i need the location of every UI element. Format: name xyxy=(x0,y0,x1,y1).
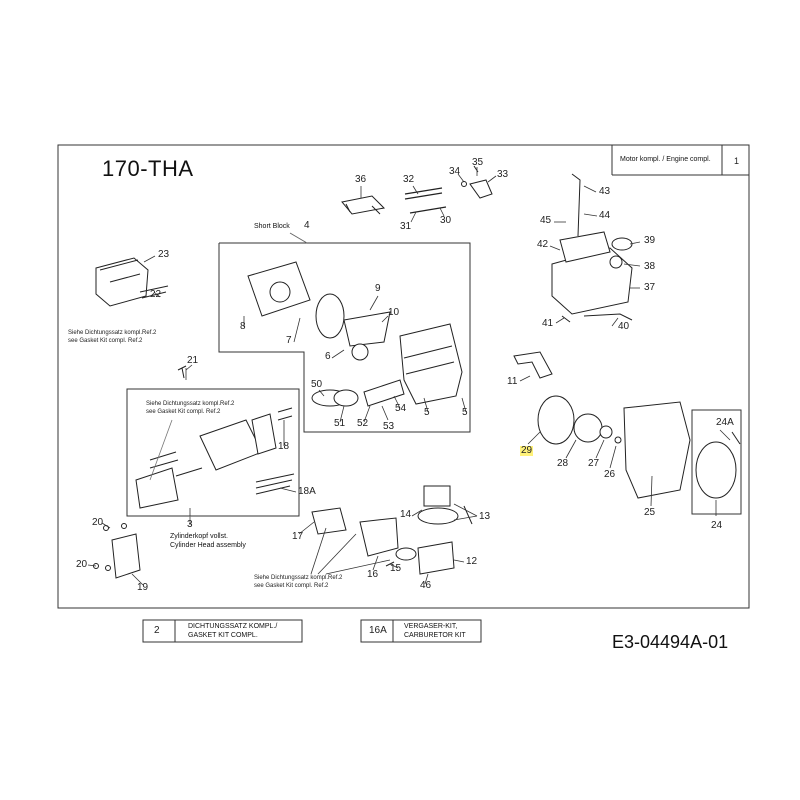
legend-carburetor-en: CARBURETOR KIT xyxy=(404,632,466,639)
short-block-drawing xyxy=(247,261,463,407)
part-number: 33 xyxy=(497,169,509,180)
air-filter-drawing xyxy=(417,485,473,575)
part-number: 15 xyxy=(390,563,402,574)
leader-lines xyxy=(87,167,731,586)
document-id: E3-04494A-01 xyxy=(612,632,729,652)
part-number: 9 xyxy=(375,283,381,294)
recoil-starter-drawing xyxy=(513,351,741,499)
recoil-starter-group-outline xyxy=(691,409,742,515)
legend-box-gasket xyxy=(142,619,303,643)
cylinder-head-en: Cylinder Head assembly xyxy=(170,542,246,549)
part-23-drawing xyxy=(95,257,169,307)
part-number: 37 xyxy=(644,282,656,293)
part-number: 39 xyxy=(644,235,656,246)
part-number: 31 xyxy=(400,221,412,232)
engine-compl-label: Motor kompl. / Engine compl. xyxy=(620,156,711,163)
gasket-note-en: see Gasket Kit compl. Ref.2 xyxy=(68,338,143,344)
part-number: 30 xyxy=(440,215,452,226)
part-number: 46 xyxy=(420,580,432,591)
part-number: 7 xyxy=(286,335,292,346)
part-number: 52 xyxy=(357,418,369,429)
part-number: 27 xyxy=(588,458,600,469)
legend-box-carburetor xyxy=(360,619,482,643)
part-number: 5 xyxy=(462,407,468,418)
fuel-tank-drawing xyxy=(551,173,633,323)
cylinder-head-de: Zylinderkopf vollst. xyxy=(170,533,228,540)
part-number: 8 xyxy=(240,321,246,332)
part-number: 35 xyxy=(472,157,484,168)
part-33-35-drawing xyxy=(461,165,493,199)
part-number: 53 xyxy=(383,421,395,432)
part-number: 50 xyxy=(311,379,323,390)
part-number: 54 xyxy=(395,403,407,414)
short-block-ref: 4 xyxy=(304,220,310,231)
part-number: 40 xyxy=(618,321,630,332)
legend-gasket-ref: 2 xyxy=(154,625,160,636)
legend-carburetor-ref: 16A xyxy=(369,625,387,636)
gasket-note-de: Siehe Dichtungssatz kompl.Ref.2 xyxy=(254,575,343,581)
part-number: 5 xyxy=(424,407,430,418)
part-number: 13 xyxy=(479,511,491,522)
legend-gasket-de: DICHTUNGSSATZ KOMPL./ xyxy=(188,623,278,630)
part-number: 18 xyxy=(278,441,290,452)
part-number: 45 xyxy=(540,215,552,226)
gasket-note-en: see Gasket Kit compl. Ref.2 xyxy=(254,583,329,589)
part-21-drawing xyxy=(177,365,187,379)
cylinder-head-ref: 3 xyxy=(187,519,193,530)
gasket-note-de: Siehe Dichtungssatz kompl.Ref.2 xyxy=(68,330,157,336)
part-number: 11 xyxy=(507,376,518,387)
part-number: 19 xyxy=(137,582,149,593)
part-number: 20 xyxy=(92,517,104,528)
part-number: 41 xyxy=(542,318,554,329)
part-number: 12 xyxy=(466,556,478,567)
part-number: 28 xyxy=(557,458,569,469)
part-number: 18A xyxy=(298,486,316,497)
part-number: 20 xyxy=(76,559,88,570)
part-30-32-drawing xyxy=(404,187,447,214)
short-block-label: Short Block xyxy=(254,223,290,230)
engine-compl-ref: 1 xyxy=(734,156,740,166)
part-number: 23 xyxy=(158,249,170,260)
part-number: 21 xyxy=(187,355,199,366)
part-number: 14 xyxy=(400,509,412,520)
cylinder-head-drawing xyxy=(135,407,295,509)
legend-carburetor-de: VERGASER-KIT, xyxy=(404,623,458,630)
part-number: 16 xyxy=(367,569,379,580)
part-number: 32 xyxy=(403,174,415,185)
part-number: 26 xyxy=(604,469,616,480)
short-block-group-outline xyxy=(218,242,471,433)
part-number: 36 xyxy=(355,174,367,185)
part-19-20-drawing xyxy=(93,523,141,579)
part-number: 22 xyxy=(150,289,162,300)
part-number: 17 xyxy=(292,531,304,542)
part-number: 51 xyxy=(334,418,346,429)
part-number: 38 xyxy=(644,261,656,272)
part-number: 43 xyxy=(599,186,611,197)
gasket-note-de: Siehe Dichtungssatz kompl.Ref.2 xyxy=(146,401,235,407)
cylinder-head-group-outline xyxy=(126,388,300,517)
part-number: 10 xyxy=(388,307,400,318)
model-title: 170-THA xyxy=(102,156,194,181)
part-number: 42 xyxy=(537,239,549,250)
part-number-highlighted: 29 xyxy=(520,445,534,456)
part-number: 6 xyxy=(325,351,331,362)
legend-gasket-en: GASKET KIT COMPL. xyxy=(188,632,258,639)
carburetor-drawing xyxy=(311,507,417,567)
diagram-frame xyxy=(57,144,750,609)
part-36-drawing xyxy=(341,195,386,215)
part-number: 25 xyxy=(644,507,656,518)
part-number: 24A xyxy=(716,417,734,428)
gasket-note-en: see Gasket Kit compl. Ref.2 xyxy=(146,409,221,415)
part-number: 34 xyxy=(449,166,461,177)
part-number: 24 xyxy=(711,520,723,531)
part-number: 44 xyxy=(599,210,611,221)
